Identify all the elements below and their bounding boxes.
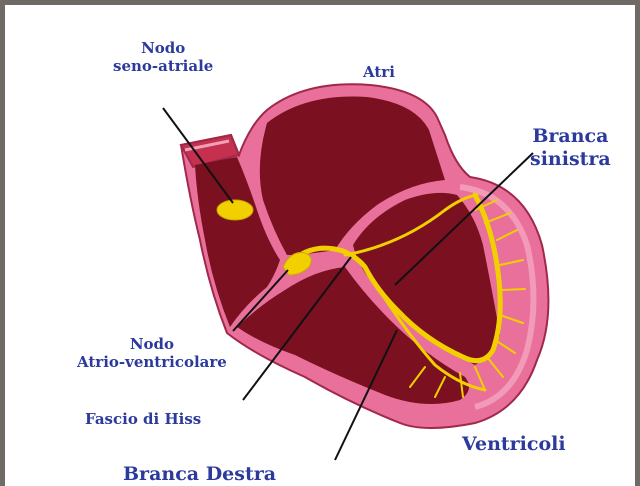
label-nodo-sa-line2: seno-atriale <box>113 57 213 75</box>
label-branca-destra: Branca Destra <box>123 463 276 486</box>
label-branca-sinistra-line2: sinistra <box>530 148 611 171</box>
label-nodo-av-line2: Atrio-ventricolare <box>77 353 227 371</box>
label-nodo-sa-line1: Nodo <box>113 39 213 57</box>
label-fascio-di-hiss: Fascio di Hiss <box>85 410 201 428</box>
sa-node <box>217 200 253 220</box>
label-nodo-av-line1: Nodo <box>77 335 227 353</box>
label-ventricoli: Ventricoli <box>462 433 566 456</box>
label-atri: Atri <box>363 63 395 81</box>
label-nodo-atrio-ventricolare: Nodo Atrio-ventricolare <box>77 335 227 371</box>
label-branca-sinistra-line1: Branca <box>530 125 611 148</box>
label-branca-sinistra: Branca sinistra <box>530 125 611 171</box>
label-nodo-seno-atriale: Nodo seno-atriale <box>113 39 213 75</box>
